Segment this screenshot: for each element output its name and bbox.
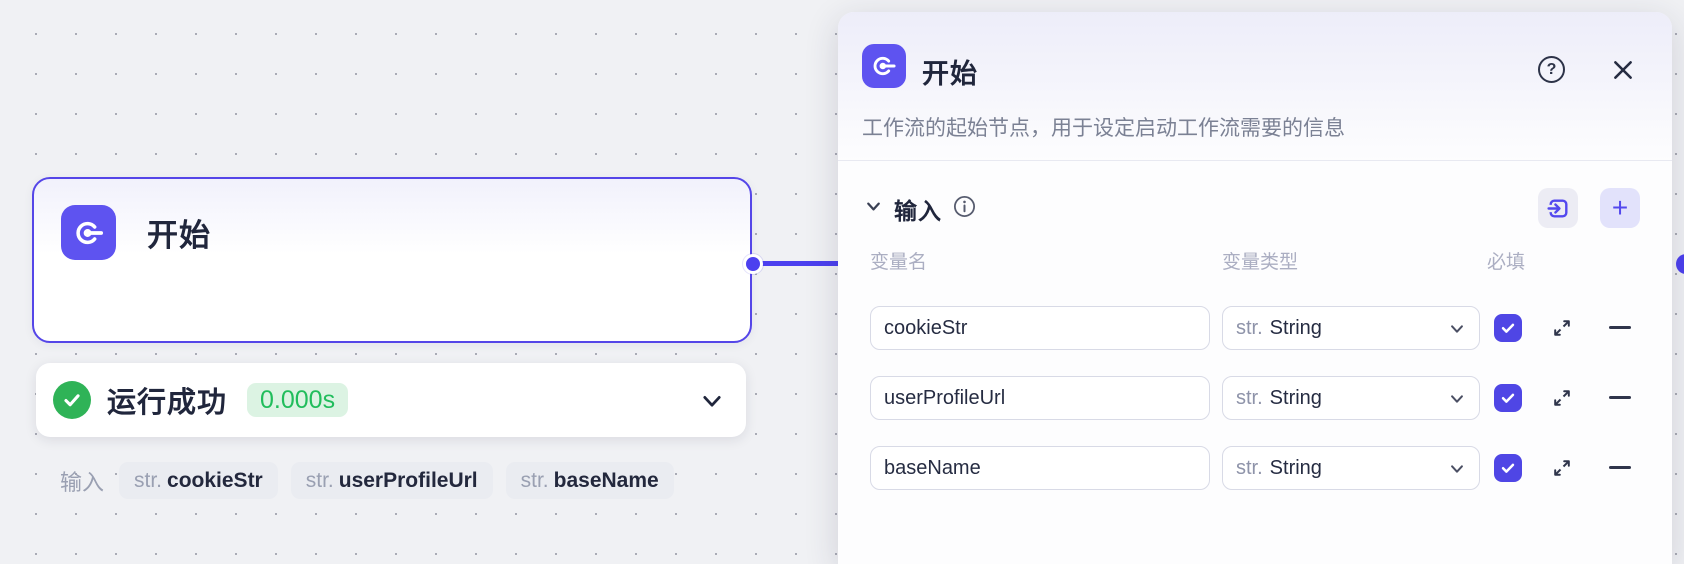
chevron-down-icon	[1448, 390, 1466, 414]
close-icon[interactable]	[1611, 58, 1635, 82]
success-check-icon	[53, 381, 91, 419]
divider	[838, 160, 1672, 161]
run-duration-badge: 0.000s	[247, 383, 349, 417]
info-icon[interactable]	[953, 195, 976, 223]
start-node-icon	[862, 44, 906, 88]
help-icon[interactable]: ?	[1538, 56, 1565, 83]
column-header-required: 必填	[1487, 252, 1526, 273]
start-node-icon	[61, 205, 116, 260]
chevron-down-icon[interactable]	[700, 389, 724, 418]
chevron-down-icon	[1448, 460, 1466, 484]
variable-type-select[interactable]: str. String	[1222, 446, 1480, 490]
node-output-port[interactable]	[743, 254, 763, 274]
run-status-label: 运行成功	[107, 387, 228, 419]
start-node[interactable]: 开始 输入 str. cookieStr str. userProfileUrl…	[32, 177, 752, 499]
column-header-type: 变量类型	[1222, 252, 1299, 273]
variable-name-input[interactable]	[870, 306, 1210, 350]
variable-type-select[interactable]: str. String	[1222, 376, 1480, 420]
offscreen-input-port[interactable]	[1676, 254, 1684, 274]
variable-name-input[interactable]	[870, 376, 1210, 420]
required-checkbox[interactable]	[1494, 314, 1522, 342]
column-header-name: 变量名	[870, 252, 928, 273]
connection-edge	[762, 261, 838, 266]
chevron-down-icon	[1448, 320, 1466, 344]
variable-row: str. String	[838, 376, 1672, 420]
run-status-bar[interactable]: 运行成功 0.000s	[36, 363, 746, 437]
remove-variable-button[interactable]	[1609, 396, 1631, 399]
section-title: 输入	[894, 198, 942, 224]
panel-header-background	[838, 12, 1672, 161]
variable-tag: str. cookieStr	[119, 462, 278, 499]
section-collapse-chevron-icon[interactable]	[864, 197, 883, 221]
node-config-panel: 开始 ? 工作流的起始节点，用于设定启动工作流需要的信息 输入	[838, 12, 1672, 564]
expand-icon[interactable]	[1552, 318, 1572, 338]
variable-type-select[interactable]: str. String	[1222, 306, 1480, 350]
remove-variable-button[interactable]	[1609, 326, 1631, 329]
variable-row: str. String	[838, 446, 1672, 490]
node-title: 开始	[147, 218, 211, 253]
required-checkbox[interactable]	[1494, 384, 1522, 412]
add-variable-button[interactable]: +	[1600, 188, 1640, 228]
variable-tag: str. userProfileUrl	[290, 462, 493, 499]
variable-tag: str. baseName	[505, 462, 674, 499]
expand-icon[interactable]	[1552, 458, 1572, 478]
import-variables-button[interactable]	[1538, 188, 1578, 228]
node-input-label: 输入	[60, 469, 105, 495]
node-description: 工作流的起始节点，用于设定启动工作流需要的信息	[862, 117, 1345, 140]
expand-icon[interactable]	[1552, 388, 1572, 408]
remove-variable-button[interactable]	[1609, 466, 1631, 469]
variable-name-input[interactable]	[870, 446, 1210, 490]
required-checkbox[interactable]	[1494, 454, 1522, 482]
panel-title: 开始	[922, 59, 978, 89]
variable-row: str. String	[838, 306, 1672, 350]
